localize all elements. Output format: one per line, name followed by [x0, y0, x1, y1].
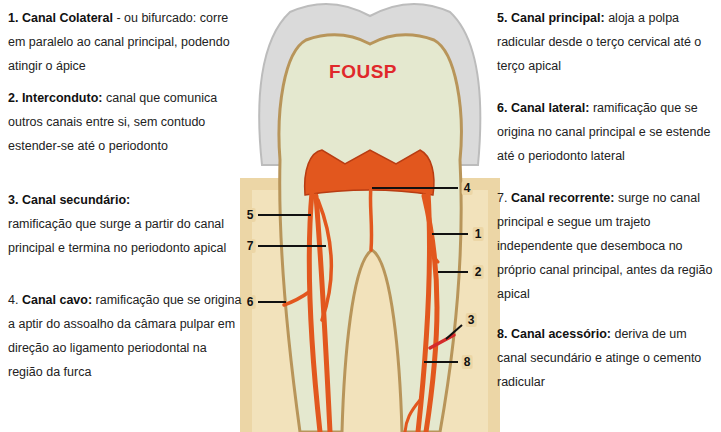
leader-line [438, 271, 468, 273]
secondary-canal [430, 335, 454, 348]
accessory-canal [405, 400, 420, 432]
leader-line [446, 325, 462, 339]
canal-heading: 8. Canal acessório: [497, 327, 611, 341]
leader-line [258, 214, 311, 216]
callout-number: 6 [245, 295, 256, 309]
interconduct-canal [429, 250, 438, 262]
canal-heading: Canal recorrente: [511, 191, 615, 205]
canal-heading: 3. Canal secundário: [8, 193, 130, 207]
watermark: FOUSP [329, 61, 397, 83]
root-canals [284, 186, 438, 432]
canal-heading: 1. Canal Colateral [8, 11, 113, 25]
leader-line [424, 361, 458, 363]
canal-heading: 2. Interconduto: [8, 91, 102, 105]
recurrent-canal [318, 200, 331, 320]
callout-number: 8 [462, 355, 473, 369]
leader-lines [258, 188, 468, 362]
callout-number: 3 [466, 313, 477, 327]
leader-line [258, 245, 326, 247]
description-block: 8. Canal acessório: deriva de um canal s… [497, 322, 715, 394]
description-block: 5. Canal principal: aloja a polpa radicu… [497, 6, 715, 78]
lateral-canal [284, 292, 309, 305]
description-block: 6. Canal lateral: ramificação que se ori… [497, 96, 715, 168]
callout-number: 4 [462, 181, 473, 195]
cavo-canal [370, 186, 371, 250]
item-number: 7. [497, 191, 507, 205]
canal-heading: Canal cavo: [22, 293, 92, 307]
callout-number: 5 [245, 208, 256, 222]
item-number: 4. [8, 293, 18, 307]
collateral-canal-right [424, 196, 437, 432]
canal-heading: 6. Canal lateral: [497, 101, 589, 115]
callout-number: 2 [473, 265, 484, 279]
description-block: 7. Canal recorrente: surge no canal prin… [497, 186, 715, 306]
canal-heading: 5. Canal principal: [497, 11, 605, 25]
callout-number: 1 [473, 227, 484, 241]
main-canal-right [418, 192, 430, 432]
canal-description: ramificação que surge a partir do canal … [8, 212, 242, 260]
description-block: 4. Canal cavo: ramificação que se origin… [8, 288, 242, 384]
leader-line [258, 301, 286, 303]
description-block: 3. Canal secundário: ramificação que sur… [8, 188, 242, 260]
description-block: 1. Canal Colateral - ou bifurcado: corre… [8, 6, 242, 78]
leader-line [372, 187, 458, 189]
description-block: 2. Interconduto: canal que comunica outr… [8, 86, 242, 158]
leader-line [432, 233, 468, 235]
canal-description: surge no canal principal e segue um traj… [497, 191, 712, 301]
callout-number: 7 [245, 239, 256, 253]
